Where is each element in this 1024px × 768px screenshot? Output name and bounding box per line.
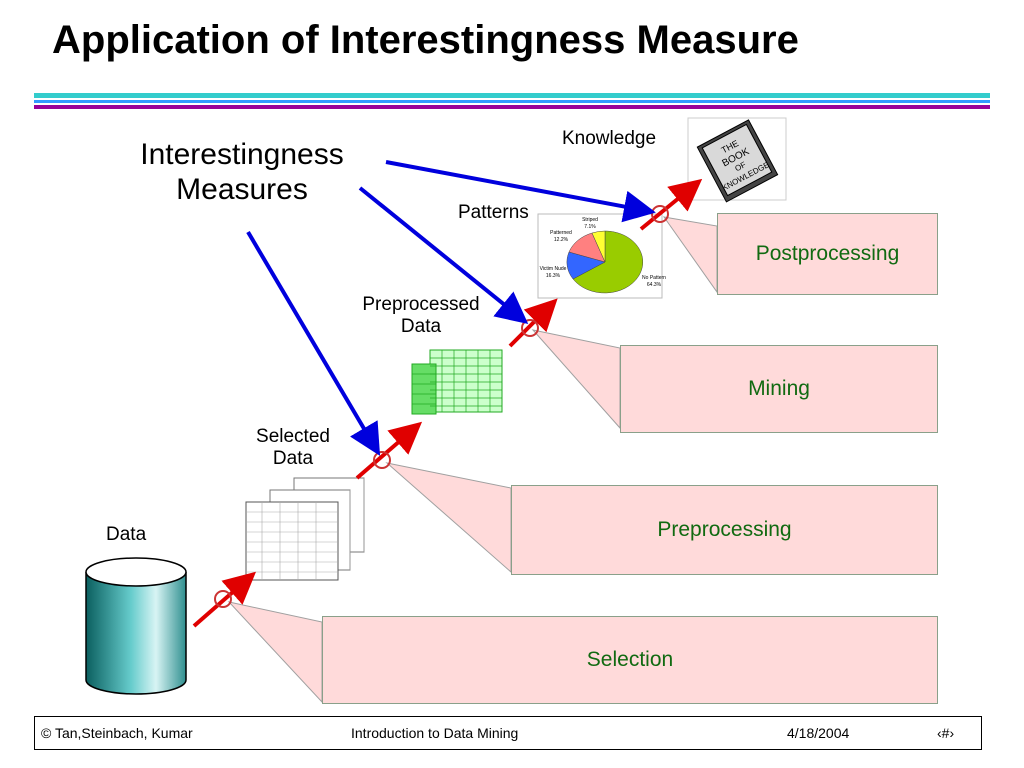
preprocessed-data-label: Preprocessed Data bbox=[340, 294, 502, 338]
footer-authors: © Tan,Steinbach, Kumar bbox=[41, 725, 193, 741]
selected-data-line1: Selected bbox=[256, 426, 330, 447]
preprocessed-data-grid-icon bbox=[411, 349, 503, 415]
preprocessed-data-line2: Data bbox=[400, 315, 442, 337]
selected-data-label: Selected Data bbox=[240, 426, 346, 470]
title-rule-cyan bbox=[34, 93, 990, 98]
slide-footer: © Tan,Steinbach, Kumar Introduction to D… bbox=[34, 716, 982, 750]
pie-value-patterned: 12.2% bbox=[554, 237, 569, 243]
blue-arrow-to-mining bbox=[358, 186, 529, 325]
data-label: Data bbox=[106, 524, 147, 545]
pie-value-striped: 7.1% bbox=[584, 224, 596, 230]
callout-mining bbox=[531, 329, 621, 430]
knowledge-label: Knowledge bbox=[562, 128, 657, 149]
selected-data-line2: Data bbox=[272, 447, 314, 469]
interestingness-measures-line1: Interestingness bbox=[140, 138, 344, 171]
pie-slice-striped bbox=[591, 230, 606, 263]
pie-value-victim-nude: 16.3% bbox=[546, 273, 561, 279]
blue-arrow-to-postprocessing bbox=[385, 160, 656, 223]
pie-label-patterned: Patterned bbox=[550, 230, 572, 236]
red-arrow-mining bbox=[508, 298, 558, 348]
measure-circle-selection bbox=[214, 590, 232, 608]
callout-preprocessing bbox=[385, 462, 512, 574]
pie-label-victim-nude: Victim Nude bbox=[540, 266, 567, 272]
patterns-label: Patterns bbox=[458, 202, 529, 223]
selected-data-table-icon bbox=[245, 477, 365, 581]
stage-postprocessing: Postprocessing bbox=[717, 213, 938, 295]
measure-circle-mining bbox=[521, 319, 539, 337]
callout-selection bbox=[227, 601, 323, 704]
footer-course: Introduction to Data Mining bbox=[351, 725, 519, 741]
slide-title: Application of Interestingness Measure bbox=[52, 18, 799, 62]
pie-label-striped: Striped bbox=[582, 217, 598, 223]
pie-label-no-pattern: No Pattern bbox=[642, 275, 666, 281]
title-rule-blue bbox=[34, 100, 990, 103]
footer-page-number: ‹#› bbox=[937, 725, 955, 741]
measure-circles bbox=[214, 205, 669, 608]
stage-selection: Selection bbox=[322, 616, 938, 704]
stage-preprocessing: Preprocessing bbox=[511, 485, 938, 575]
interestingness-measures-line2: Measures bbox=[176, 172, 308, 206]
pie-slice-no-pattern bbox=[572, 230, 644, 294]
book-of-knowledge-icon: THE BOOK OF KNOWLEDGE bbox=[687, 117, 787, 203]
blue-arrow-to-preprocessing bbox=[246, 230, 381, 456]
title-rule-purple bbox=[34, 105, 990, 109]
stage-mining: Mining bbox=[620, 345, 938, 433]
preprocessed-data-line1: Preprocessed bbox=[362, 294, 480, 315]
pie-value-no-pattern: 64.3% bbox=[647, 282, 662, 288]
data-cylinder bbox=[85, 557, 187, 695]
red-arrow-selection bbox=[192, 571, 257, 628]
footer-date: 4/18/2004 bbox=[787, 725, 850, 741]
measure-circle-preprocessing bbox=[373, 451, 391, 469]
measure-blue-arrows bbox=[246, 160, 656, 456]
patterns-pie-chart: Striped 7.1% Patterned 12.2% Victim Nude… bbox=[537, 213, 666, 299]
interestingness-measures-label: Interestingness Measures bbox=[120, 138, 364, 207]
callout-postprocessing bbox=[662, 216, 718, 294]
